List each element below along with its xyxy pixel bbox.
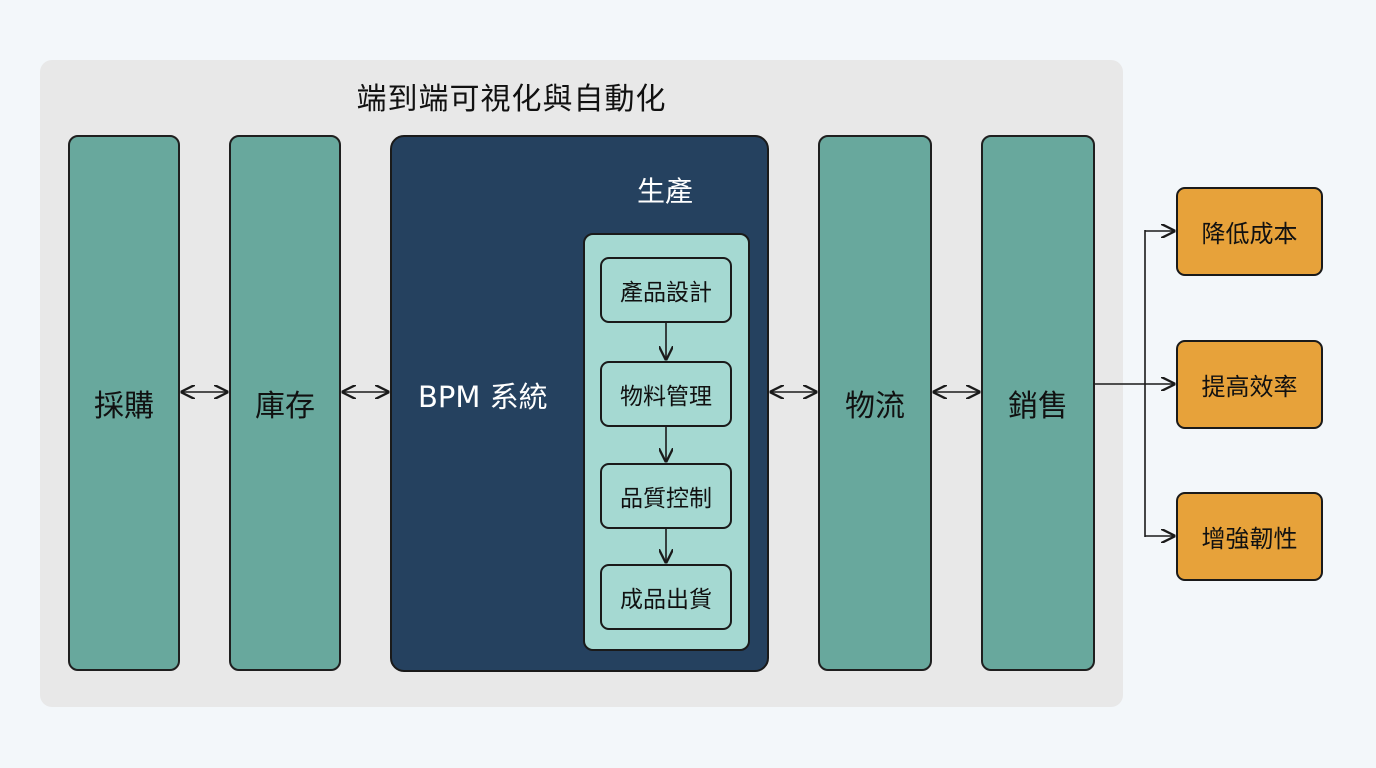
production-step-label: 成品出貨 [620,587,712,613]
bpm-system-label: BPM 系統 [418,380,548,414]
production-step-label: 品質控制 [620,486,712,512]
production-step-shipping: 成品出貨 [600,564,732,630]
production-title: 生產 [636,175,693,208]
outcome-improve-efficiency: 提高效率 [1176,340,1323,429]
production-step-materials: 物料管理 [600,361,732,427]
production-step-label: 物料管理 [620,384,712,410]
stage-purchasing: 採購 [68,135,180,671]
outcome-reduce-cost: 降低成本 [1176,187,1323,276]
stage-inventory: 庫存 [229,135,341,671]
production-step-quality: 品質控制 [600,463,732,529]
frame-title-text: 端到端可視化與自動化 [356,82,667,117]
outcome-label: 提高效率 [1201,373,1298,401]
frame-title: 端到端可視化與自動化 [40,74,1123,118]
outcome-label: 降低成本 [1201,220,1298,248]
stage-logistics-label: 物流 [845,389,905,424]
outcome-enhance-resilience: 增強韌性 [1176,492,1323,581]
stage-sales-label: 銷售 [1008,389,1068,424]
stage-purchasing-label: 採購 [94,389,154,424]
stage-sales: 銷售 [981,135,1095,671]
stage-inventory-label: 庫存 [255,389,315,424]
production-step-design: 產品設計 [600,257,732,323]
stage-logistics: 物流 [818,135,932,671]
production-step-label: 產品設計 [620,280,712,306]
outcome-label: 增強韌性 [1201,525,1298,553]
